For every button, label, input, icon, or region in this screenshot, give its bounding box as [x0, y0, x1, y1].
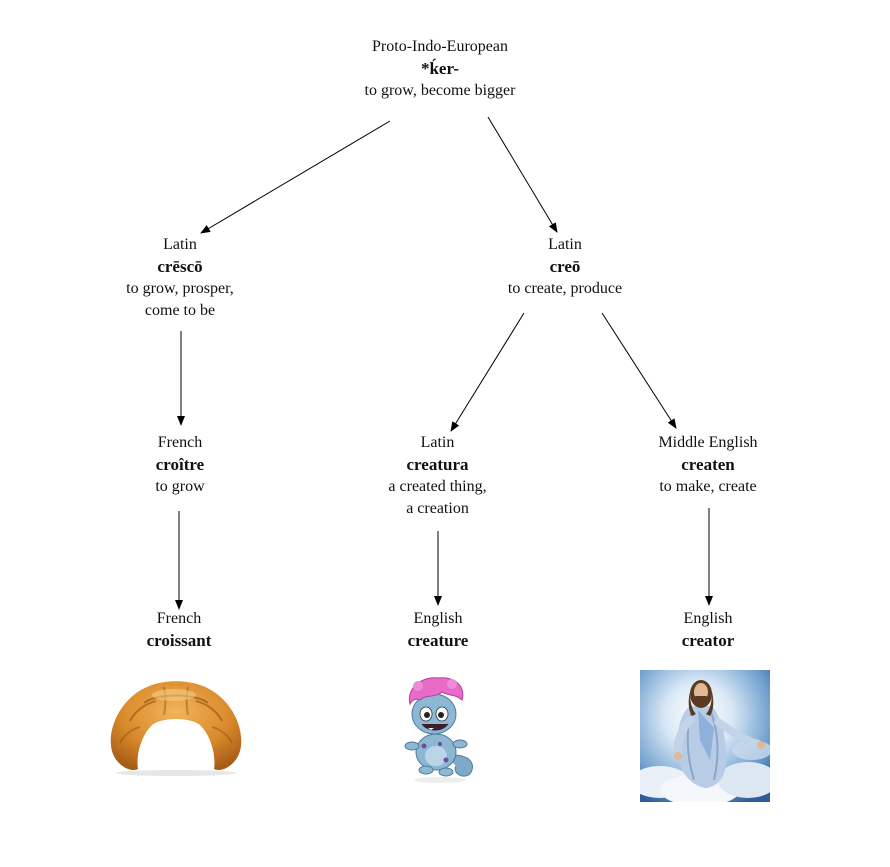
node-french-croitre: French croître to grow — [100, 432, 260, 498]
node-word: creō — [549, 257, 581, 276]
arrow-creo-to-creatura — [450, 312, 525, 432]
node-proto-indo-european: Proto-Indo-European *ḱer- to grow, becom… — [300, 36, 580, 102]
node-word: *ḱer- — [420, 59, 460, 78]
node-latin-cresco: Latin crēscō to grow, prosper, come to b… — [90, 234, 270, 322]
jesus-in-clouds-picture — [640, 670, 770, 802]
node-gloss: to grow — [155, 478, 205, 495]
node-language: English — [413, 610, 463, 627]
node-latin-creatura: Latin creatura a created thing, a creati… — [350, 432, 525, 520]
croissant-picture — [110, 681, 242, 776]
node-english-creator: English creator — [628, 608, 788, 652]
arrow-creo-to-createn — [601, 312, 677, 429]
node-word: creator — [681, 631, 735, 650]
node-gloss: to make, create — [659, 478, 757, 495]
node-word: creature — [407, 631, 469, 650]
arrow-pie-to-cresco — [200, 120, 391, 234]
node-language: Proto-Indo-European — [372, 38, 508, 55]
node-gloss: to grow, prosper, come to be — [126, 280, 234, 319]
node-language: French — [157, 434, 203, 451]
node-gloss: to create, produce — [507, 280, 623, 297]
node-language: English — [683, 610, 733, 627]
node-french-croissant: French croissant — [99, 608, 259, 652]
node-word: croissant — [146, 631, 212, 650]
node-latin-creo: Latin creō to create, produce — [465, 234, 665, 300]
node-language: Latin — [420, 434, 455, 451]
arrow-pie-to-creo — [487, 116, 558, 233]
node-word: creatura — [406, 455, 469, 474]
node-language: French — [156, 610, 202, 627]
node-word: createn — [681, 455, 735, 474]
node-word: crēscō — [157, 257, 203, 276]
pink-haired-cartoon-creature-picture — [404, 677, 473, 783]
node-language: Middle English — [658, 434, 758, 451]
node-word: croître — [155, 455, 205, 474]
node-language: Latin — [163, 236, 197, 253]
node-english-creature: English creature — [358, 608, 518, 652]
node-language: Latin — [548, 236, 582, 253]
node-middle-english-createn: Middle English createn to make, create — [618, 432, 798, 498]
node-gloss: to grow, become bigger — [364, 82, 516, 99]
node-gloss: a created thing, a creation — [388, 478, 487, 517]
